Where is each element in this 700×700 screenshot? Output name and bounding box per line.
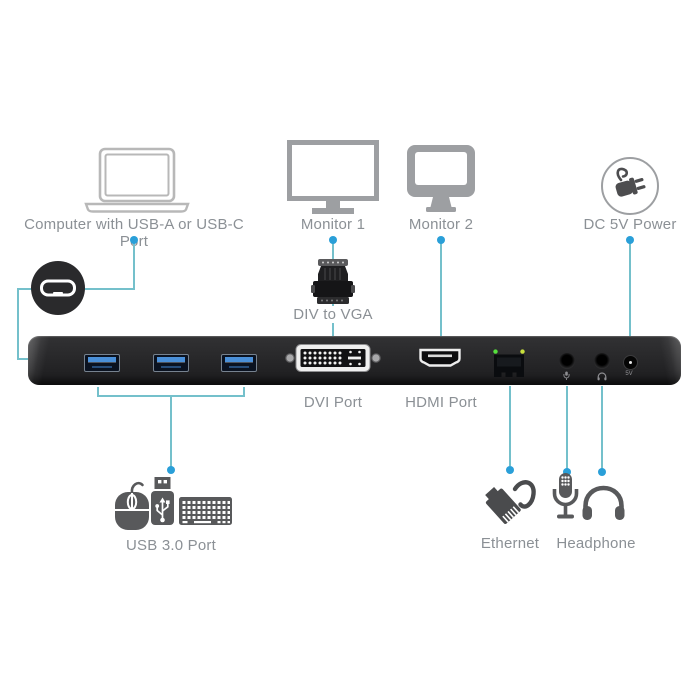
dc-jack-label: 5V [625, 371, 633, 377]
usb-pins [161, 366, 181, 368]
usb-tongue [88, 357, 116, 362]
monitor2-icon [407, 145, 475, 212]
connector-line-monitor2 [440, 243, 442, 353]
usb-bracket-right [243, 387, 245, 397]
monitor1-icon [287, 140, 379, 214]
hdmi-port-label: HDMI Port [405, 394, 477, 411]
mouse-icon [115, 481, 149, 530]
hdmi-port-icon [419, 348, 461, 367]
dvi-port-icon [285, 344, 381, 372]
usb-a-port-3 [221, 354, 257, 372]
connector-line-headphone [601, 386, 603, 469]
dvi-vga-adapter-icon [311, 259, 355, 304]
docking-station: 5V [28, 336, 681, 385]
dvi-port-label: DVI Port [303, 394, 363, 411]
usb-a-port-1 [84, 354, 120, 372]
headphones-icon [582, 485, 625, 520]
usb-drive-icon [151, 477, 174, 525]
dc-power-label: DC 5V Power [583, 216, 677, 233]
dot-mic [563, 468, 571, 476]
ethernet-label: Ethernet [480, 535, 540, 552]
ethernet-plug-icon [485, 480, 536, 524]
usb3-label: USB 3.0 Port [126, 537, 216, 554]
mic-jack-icon [559, 353, 575, 369]
monitor1-label: Monitor 1 [300, 216, 366, 233]
monitor2-label: Monitor 2 [408, 216, 474, 233]
laptop-icon [84, 147, 190, 213]
dot-computer [130, 236, 138, 244]
dot-power [626, 236, 634, 244]
connector-line-power [629, 243, 631, 353]
connector-line-mic [566, 386, 568, 469]
headphone-label: Headphone [556, 535, 636, 552]
usb-tongue [157, 357, 185, 362]
usb-pins [92, 366, 112, 368]
dot-usb3 [167, 466, 175, 474]
microphone-icon [552, 473, 579, 519]
usb-pins [229, 366, 249, 368]
usb-c-oval [40, 279, 76, 297]
usb-c-port-icon [31, 261, 85, 315]
connector-line-computer [133, 243, 135, 290]
connector-line-ethernet [509, 386, 511, 466]
ethernet-port-icon [493, 349, 525, 377]
dot-ethernet [506, 466, 514, 474]
power-plug-icon [615, 167, 646, 197]
dot-headphone [598, 468, 606, 476]
adapter-label: DIV to VGA [273, 306, 393, 323]
dc-power-circle [601, 157, 659, 215]
usb-a-port-2 [153, 354, 189, 372]
usb-bracket-stem [170, 395, 172, 467]
dot-monitor1 [329, 236, 337, 244]
adapter-label-text: DIV to VGA [290, 306, 376, 323]
dc-jack-icon [623, 355, 638, 370]
headphone-jack-glyph [597, 372, 607, 381]
keyboard-icon [179, 497, 232, 525]
connector-line-left-h [17, 358, 33, 360]
headphone-jack-icon [594, 353, 610, 369]
usb-bracket-left [97, 387, 99, 397]
usb-c-pin [53, 292, 63, 294]
dot-monitor2 [437, 236, 445, 244]
usb-tongue [225, 357, 253, 362]
connector-line-left-v [17, 288, 19, 360]
mic-jack-glyph [563, 371, 570, 380]
